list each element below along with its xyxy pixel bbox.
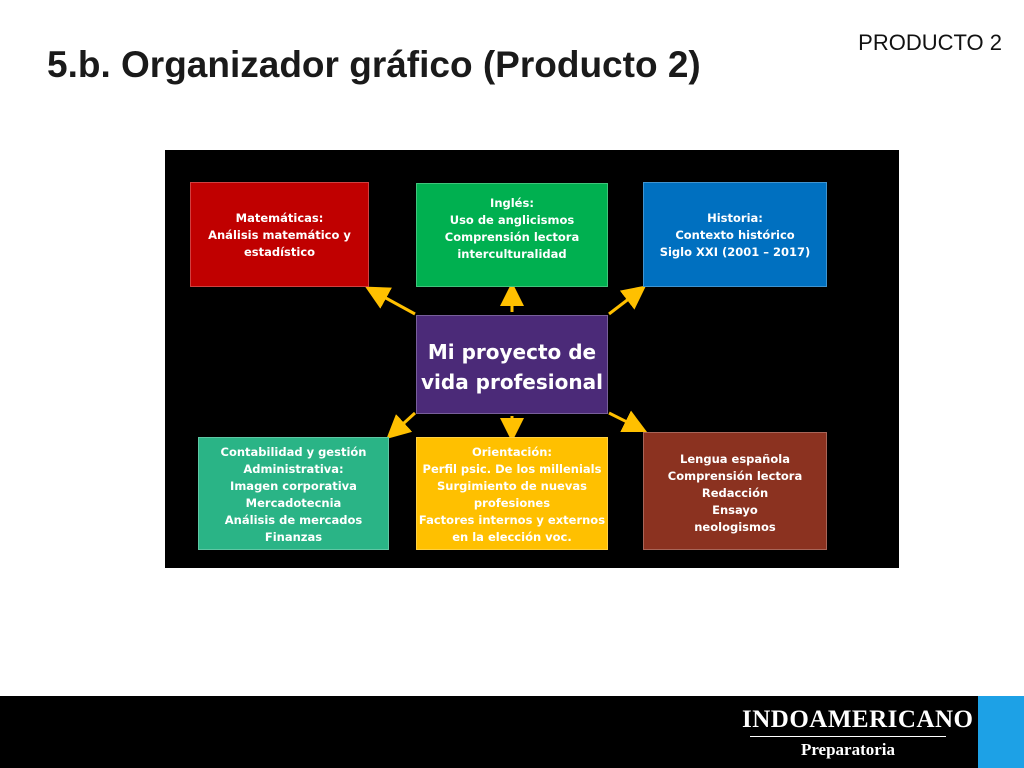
node-line: Contabilidad y gestión — [220, 445, 367, 459]
node-line: Análisis matemático y — [208, 228, 351, 242]
node-orientacion: Orientación: Perfil psic. De los milleni… — [416, 437, 608, 550]
node-line: Comprensión lectora — [444, 230, 580, 244]
connector-arrows — [365, 282, 648, 442]
node-line: Lengua española — [680, 452, 790, 466]
node-lengua: Lengua española Comprensión lectora Reda… — [643, 432, 827, 550]
footer-accent — [978, 696, 1024, 768]
node-line: Finanzas — [264, 530, 323, 544]
node-line: Mercadotecnia — [245, 496, 342, 510]
node-line: Administrativa: — [243, 462, 344, 476]
brand-name: INDOAMERICANO — [742, 706, 974, 733]
arrow-to-matematicas — [365, 286, 416, 316]
node-line: Imagen corporativa — [230, 479, 357, 493]
brand-divider — [750, 736, 946, 737]
node-line: Surgimiento de nuevas — [437, 479, 587, 493]
graphic-organizer: Matemáticas: Análisis matemático y estad… — [165, 150, 899, 568]
node-line: en la elección voc. — [452, 530, 572, 544]
node-line: interculturalidad — [457, 247, 567, 261]
node-line: Contexto histórico — [675, 228, 795, 242]
node-line: Ensayo — [712, 503, 758, 517]
arrow-to-historia — [608, 285, 647, 316]
slide-tag: PRODUCTO 2 — [858, 30, 1002, 55]
arrow-to-lengua — [608, 410, 648, 433]
node-line: Perfil psic. De los millenials — [422, 462, 602, 476]
node-line: Historia: — [707, 211, 763, 225]
node-line: estadístico — [243, 245, 316, 259]
brand-logo: INDOAMERICANO Preparatoria — [742, 706, 974, 760]
node-line: Orientación: — [471, 445, 553, 459]
node-line: neologismos — [694, 520, 776, 534]
central-node: Mi proyecto de vida profesional — [416, 315, 608, 414]
node-line: Comprensión lectora — [667, 469, 803, 483]
footer-bar: INDOAMERICANO Preparatoria — [0, 696, 1024, 768]
arrow-to-contabilidad — [386, 411, 417, 440]
slide-title: 5.b. Organizador gráfico (Producto 2) — [47, 44, 701, 85]
node-line: Uso de anglicismos — [449, 213, 575, 227]
brand-subtitle: Preparatoria — [800, 740, 896, 759]
node-line: profesiones — [473, 496, 551, 510]
node-line: Redacción — [701, 486, 769, 500]
central-node-line: vida profesional — [421, 370, 603, 394]
node-matematicas: Matemáticas: Análisis matemático y estad… — [190, 182, 369, 287]
node-line: Inglés: — [490, 196, 534, 210]
node-historia: Historia: Contexto histórico Siglo XXI (… — [643, 182, 827, 287]
node-ingles: Inglés: Uso de anglicismos Comprensión l… — [416, 183, 608, 287]
node-line: Siglo XXI (2001 – 2017) — [659, 245, 811, 259]
node-line: Matemáticas: — [235, 211, 324, 225]
central-node-line: Mi proyecto de — [427, 340, 597, 364]
node-line: Análisis de mercados — [224, 513, 363, 527]
node-contabilidad: Contabilidad y gestión Administrativa: I… — [198, 437, 389, 550]
node-line: Factores internos y externos — [418, 513, 606, 527]
